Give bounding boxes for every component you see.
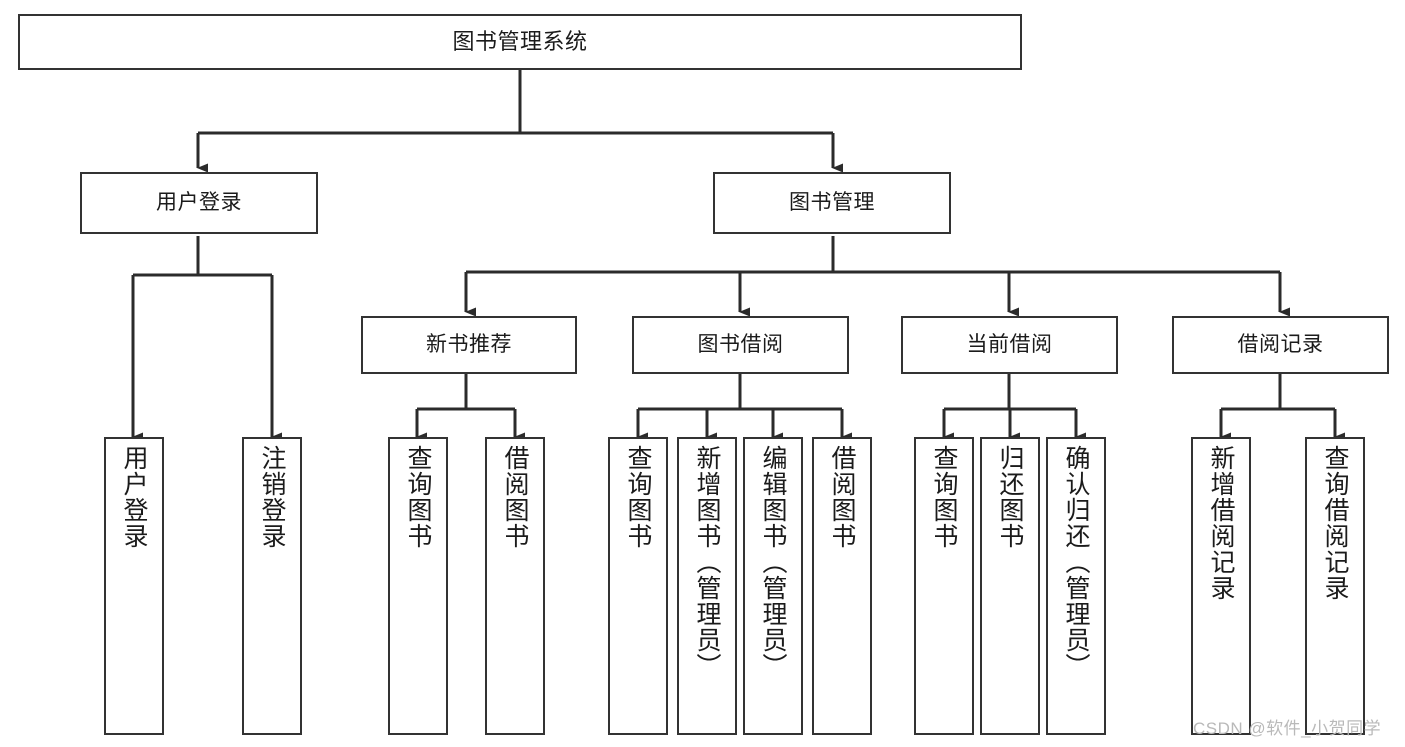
leaf-confirm-return[interactable]: 确认归还（管理员）: [1046, 437, 1106, 735]
leaf-user-login-label: 用户登录: [120, 445, 148, 549]
leaf-query-book-1[interactable]: 查询图书: [388, 437, 448, 735]
leaf-query-record-label: 查询借阅记录: [1321, 445, 1349, 601]
leaf-query-record[interactable]: 查询借阅记录: [1305, 437, 1365, 735]
leaf-query-book-3-label: 查询图书: [930, 445, 958, 549]
node-borrow-record-label: 借阅记录: [1237, 333, 1324, 357]
node-user-login[interactable]: 用户登录: [80, 172, 318, 234]
leaf-add-record[interactable]: 新增借阅记录: [1191, 437, 1251, 735]
node-root[interactable]: 图书管理系统: [18, 14, 1022, 70]
node-book-borrow[interactable]: 图书借阅: [632, 316, 849, 374]
leaf-return-book-label: 归还图书: [996, 445, 1024, 549]
leaf-logout-label: 注销登录: [258, 445, 286, 549]
leaf-add-book-label: 新增图书（管理员）: [693, 445, 721, 679]
node-current-borrow-label: 当前借阅: [966, 333, 1053, 357]
leaf-query-book-2[interactable]: 查询图书: [608, 437, 668, 735]
leaf-edit-book-label: 编辑图书（管理员）: [759, 445, 787, 679]
node-user-login-label: 用户登录: [156, 191, 242, 215]
leaf-query-book-2-label: 查询图书: [624, 445, 652, 549]
leaf-add-record-label: 新增借阅记录: [1207, 445, 1235, 601]
leaf-logout[interactable]: 注销登录: [242, 437, 302, 735]
node-book-management[interactable]: 图书管理: [713, 172, 951, 234]
leaf-edit-book[interactable]: 编辑图书（管理员）: [743, 437, 803, 735]
leaf-borrow-book-1[interactable]: 借阅图书: [485, 437, 545, 735]
leaf-borrow-book-1-label: 借阅图书: [501, 445, 529, 549]
node-book-management-label: 图书管理: [789, 191, 875, 215]
leaf-borrow-book-2[interactable]: 借阅图书: [812, 437, 872, 735]
csdn-watermark: CSDN @软件_小贺同学: [1193, 719, 1382, 738]
leaf-query-book-3[interactable]: 查询图书: [914, 437, 974, 735]
leaf-borrow-book-2-label: 借阅图书: [828, 445, 856, 549]
leaf-return-book[interactable]: 归还图书: [980, 437, 1040, 735]
leaf-confirm-return-label: 确认归还（管理员）: [1062, 445, 1090, 679]
node-current-borrow[interactable]: 当前借阅: [901, 316, 1118, 374]
node-book-borrow-label: 图书借阅: [697, 333, 784, 357]
node-new-book-recommend[interactable]: 新书推荐: [361, 316, 577, 374]
node-borrow-record[interactable]: 借阅记录: [1172, 316, 1389, 374]
node-root-label: 图书管理系统: [452, 28, 588, 54]
leaf-query-book-1-label: 查询图书: [404, 445, 432, 549]
leaf-user-login[interactable]: 用户登录: [104, 437, 164, 735]
node-new-book-recommend-label: 新书推荐: [426, 333, 512, 357]
leaf-add-book[interactable]: 新增图书（管理员）: [677, 437, 737, 735]
